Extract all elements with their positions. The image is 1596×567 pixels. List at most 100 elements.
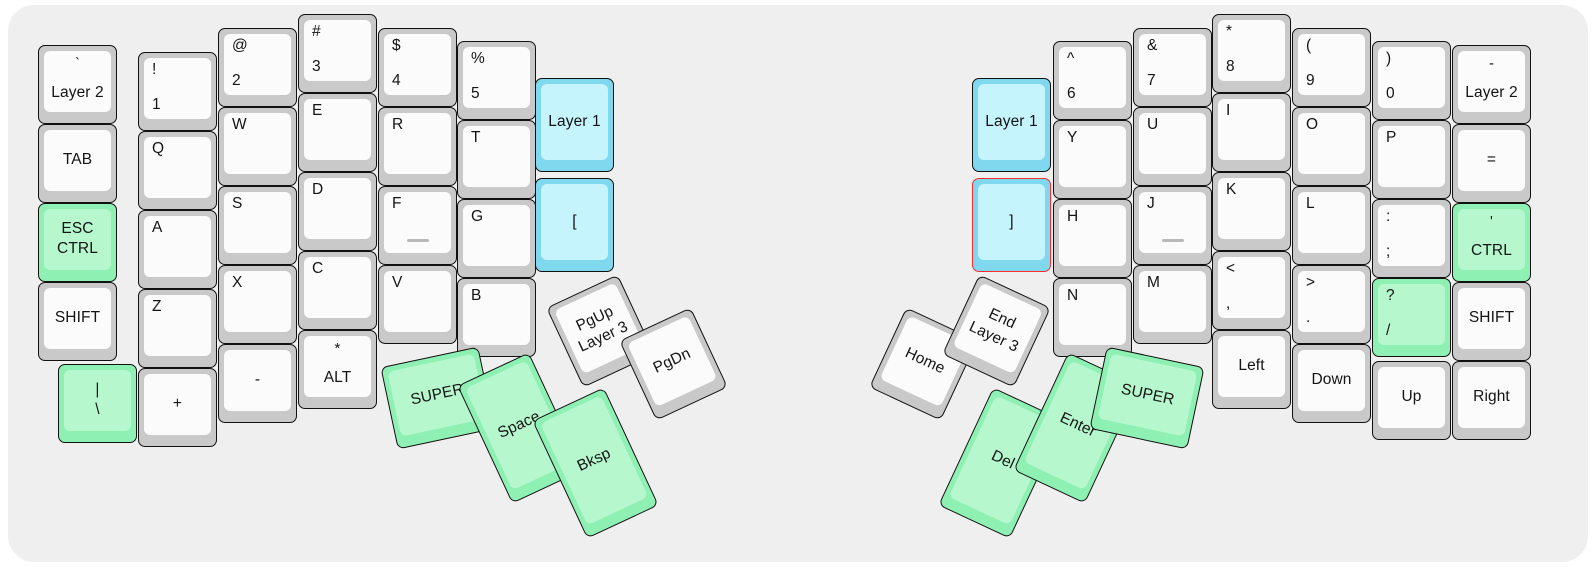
key-comma[interactable]: <, [1212,251,1291,330]
key-c[interactable]: C [298,251,377,330]
key-legend-main-home: Home [902,343,948,378]
key-i[interactable]: I [1212,93,1291,172]
key-legend-main-shift-left: SHIFT [54,309,101,327]
key-a[interactable]: A [138,210,217,289]
keycap-n: N [1059,284,1126,345]
key-paren-9[interactable]: (9 [1292,28,1371,107]
key-legend-main-dollar-4: 4 [392,72,401,90]
key-u[interactable]: U [1133,107,1212,186]
keycap-y: Y [1059,126,1126,187]
key-amp-7[interactable]: &7 [1133,28,1212,107]
key-legend-main-g: G [471,208,484,225]
key-b[interactable]: B [457,278,536,357]
key-x[interactable]: X [218,265,297,344]
key-period[interactable]: >. [1292,265,1371,344]
key-star-8[interactable]: *8 [1212,14,1291,93]
keycap-o: O [1298,113,1365,174]
key-tab[interactable]: TAB [38,124,117,203]
key-v[interactable]: V [378,265,457,344]
key-caret-6[interactable]: ^6 [1053,41,1132,120]
key-legend-main-n: N [1067,287,1079,304]
key-q[interactable]: Q [138,131,217,210]
keycap-at-2: @2 [224,34,291,95]
key-shift-right[interactable]: SHIFT [1452,282,1531,361]
key-m[interactable]: M [1133,265,1212,344]
keycap-q: Q [144,137,211,198]
key-l[interactable]: L [1292,186,1371,265]
key-legend-main-tab: TAB [62,151,93,169]
key-at-2[interactable]: @2 [218,28,297,107]
key-shift-left[interactable]: SHIFT [38,282,117,361]
key-question-slash[interactable]: ?/ [1372,278,1451,357]
key-h[interactable]: H [1053,199,1132,278]
keycap-dollar-4: $4 [384,34,451,95]
key-o[interactable]: O [1292,107,1371,186]
keycap-j: J [1139,192,1206,253]
key-legend-main-dash-layer2: Layer 2 [1465,84,1518,101]
key-legend-main-u: U [1147,116,1159,133]
keycap-f: F [384,192,451,253]
key-pipe-backslash[interactable]: |\ [58,364,137,443]
key-paren-0[interactable]: )0 [1372,41,1451,120]
key-j[interactable]: J [1133,186,1212,265]
key-n[interactable]: N [1053,278,1132,357]
key-legend-main-layer1-right: Layer 1 [985,112,1038,130]
keycap-period: >. [1298,271,1365,332]
key-legend-top-percent-5: % [471,50,485,67]
key-quote-ctrl[interactable]: 'CTRL [1452,203,1531,282]
key-dash-layer2[interactable]: -Layer 2 [1452,45,1531,124]
key-percent-5[interactable]: %5 [457,41,536,120]
key-exclaim-1[interactable]: !1 [138,52,217,131]
keycap-amp-7: &7 [1139,34,1206,95]
key-legend-main-right: Right [1473,388,1510,406]
key-legend-main-h: H [1067,208,1079,225]
key-z[interactable]: Z [138,289,217,368]
key-minus[interactable]: - [218,344,297,423]
key-layer1-right[interactable]: Layer 1 [972,78,1051,172]
key-e[interactable]: E [298,93,377,172]
key-w[interactable]: W [218,107,297,186]
key-down[interactable]: Down [1292,344,1371,423]
key-up[interactable]: Up [1372,361,1451,440]
key-right[interactable]: Right [1452,361,1531,440]
keycap-t: T [463,126,530,187]
key-p[interactable]: P [1372,120,1451,199]
key-t[interactable]: T [457,120,536,199]
key-bracket-right[interactable]: ] [972,178,1051,272]
key-plus[interactable]: + [138,368,217,447]
keycap-p: P [1378,126,1445,187]
key-r[interactable]: R [378,107,457,186]
key-legend-main-amp-7: 7 [1147,72,1156,90]
key-g[interactable]: G [457,199,536,278]
key-legend-main-o: O [1306,116,1319,133]
key-hash-3[interactable]: #3 [298,14,377,93]
key-dollar-4[interactable]: $4 [378,28,457,107]
keycap-grave-layer2: `Layer 2 [44,51,111,112]
key-legend-top-amp-7: & [1147,37,1158,54]
keycap-pipe-backslash: |\ [64,370,131,431]
key-legend-top-question-slash: ? [1386,287,1395,304]
key-f[interactable]: F [378,186,457,265]
key-d[interactable]: D [298,172,377,251]
key-legend-main-exclaim-1: 1 [152,96,161,114]
key-k[interactable]: K [1212,172,1291,251]
key-left[interactable]: Left [1212,330,1291,409]
key-legend-main-v: V [392,274,403,291]
key-s[interactable]: S [218,186,297,265]
keycap-percent-5: %5 [463,47,530,108]
key-star-alt[interactable]: *ALT [298,330,377,409]
key-equal[interactable]: = [1452,124,1531,203]
key-legend-top-dollar-4: $ [392,37,401,54]
key-grave-layer2[interactable]: `Layer 2 [38,45,117,124]
key-legend-top-comma: < [1226,260,1236,277]
key-y[interactable]: Y [1053,120,1132,199]
keycap-c: C [304,257,371,318]
key-legend-main-s: S [232,195,243,212]
key-bracket-left[interactable]: [ [535,178,614,272]
keycap-u: U [1139,113,1206,174]
key-colon[interactable]: :; [1372,199,1451,278]
key-layer1-left[interactable]: Layer 1 [535,78,614,172]
